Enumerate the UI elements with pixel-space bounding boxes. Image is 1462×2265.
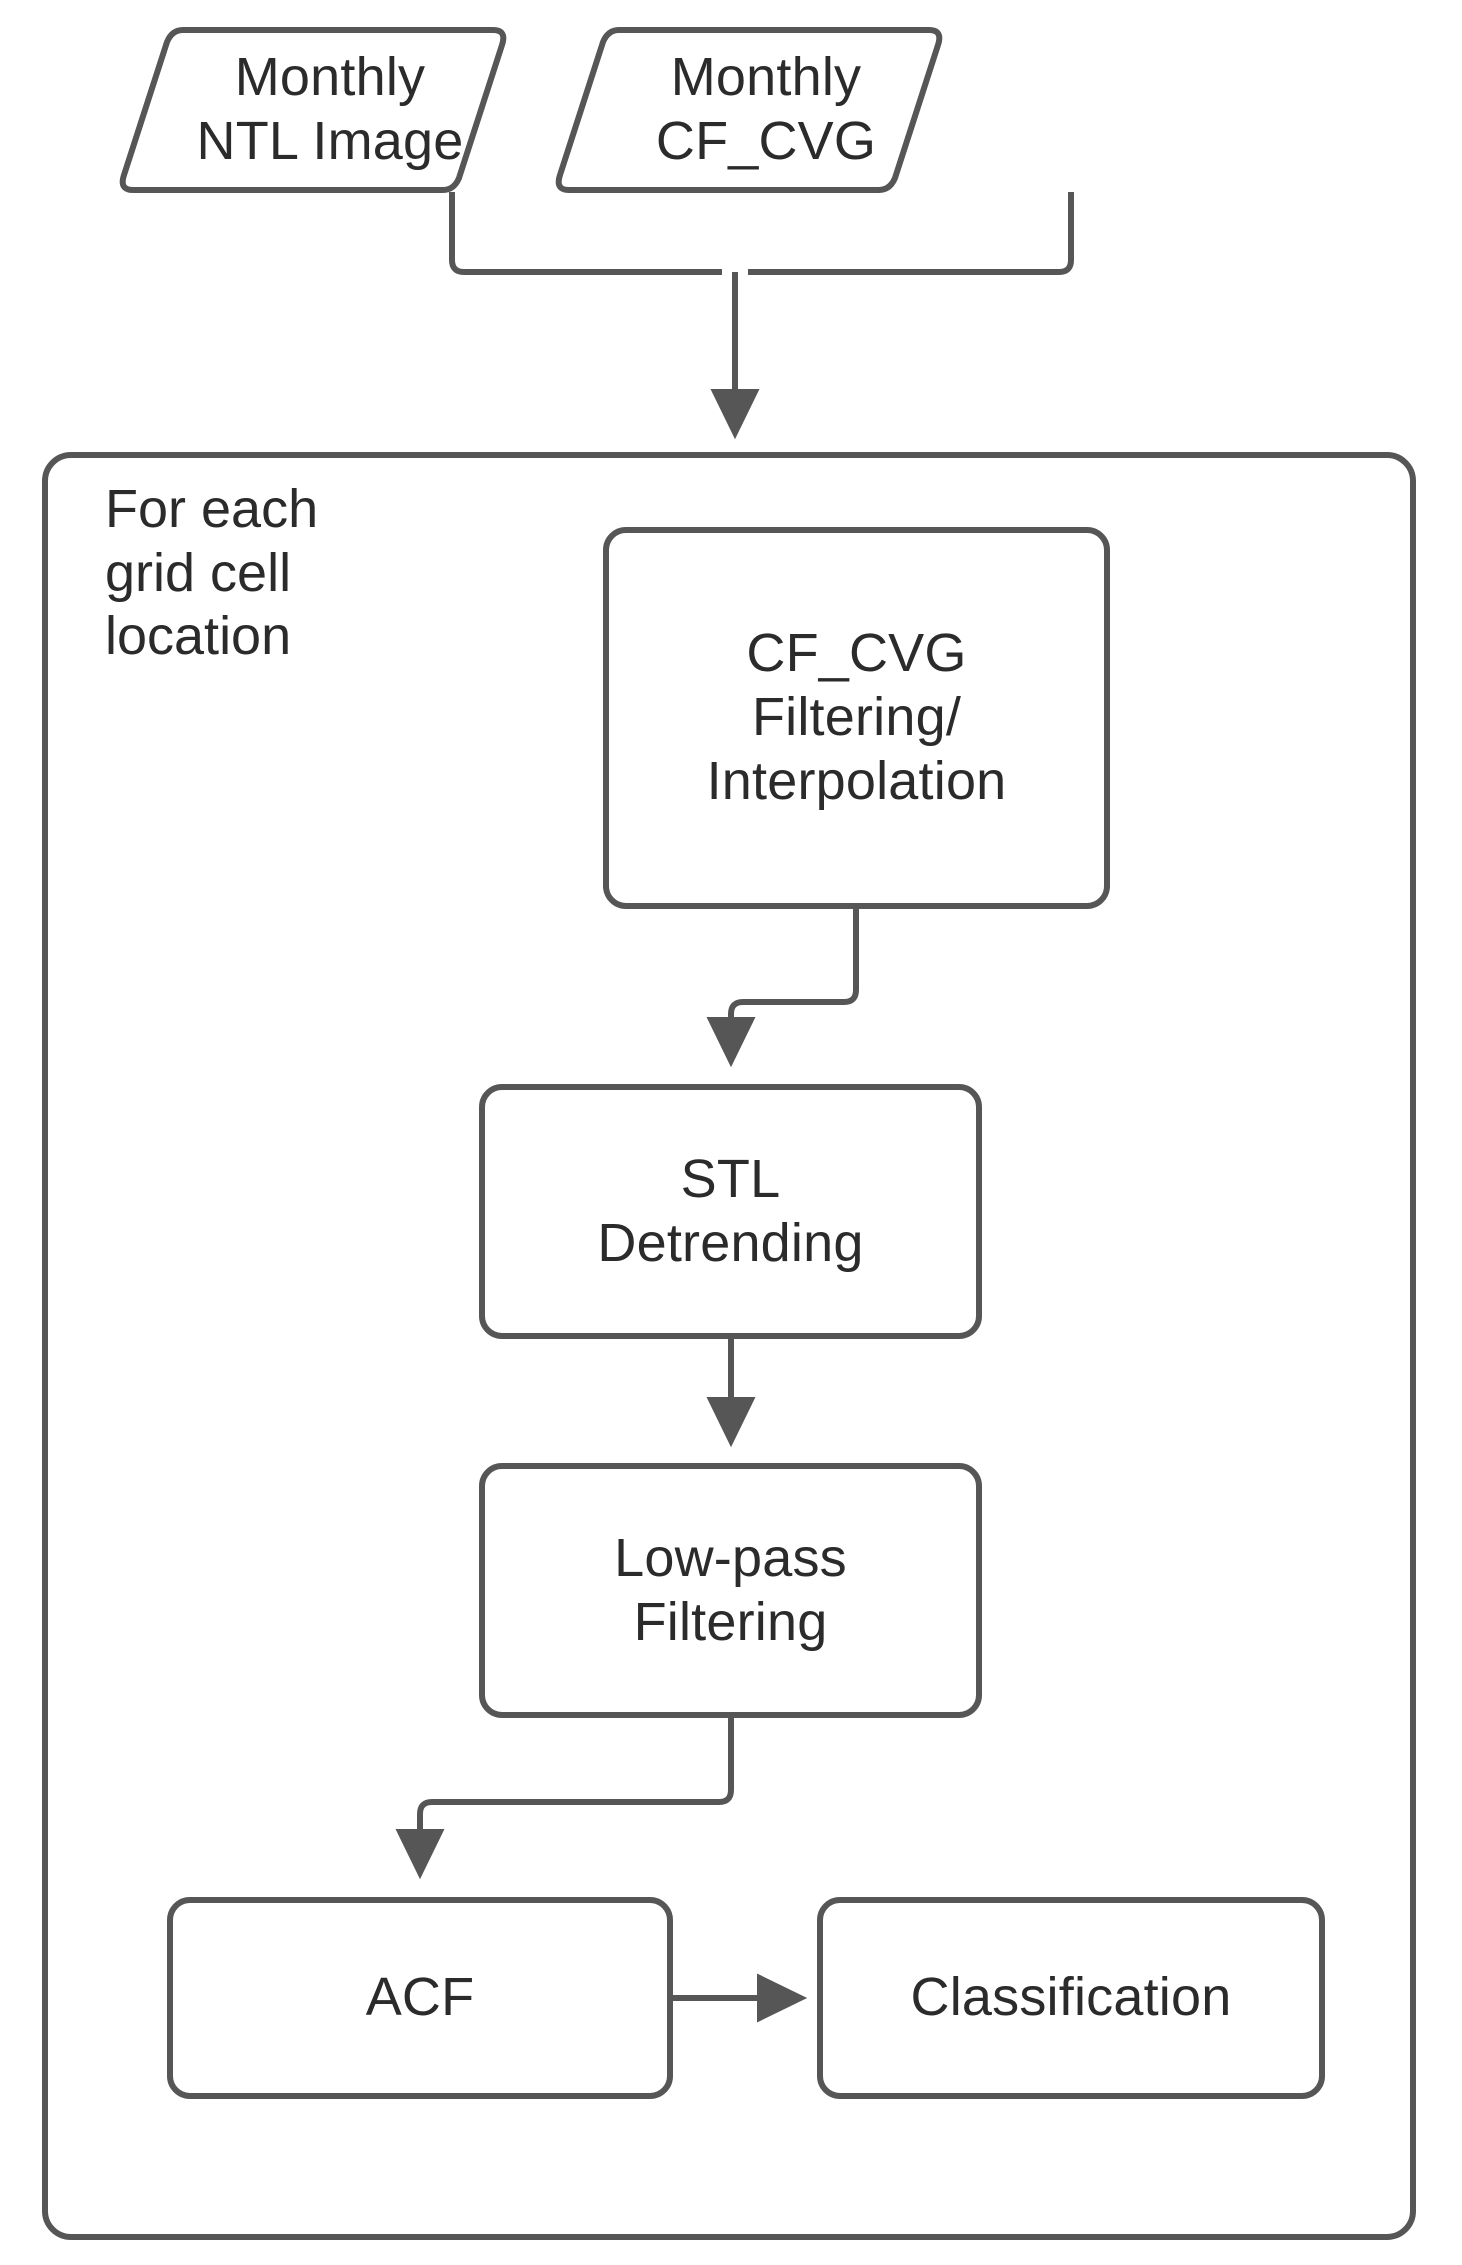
edge-lowpass-to-acf (395, 1717, 734, 1880)
shape-stl-detrending[interactable] (479, 1084, 982, 1339)
edge-cfcvg-filter-to-stl (706, 908, 859, 1068)
shape-monthly-cf-cvg[interactable] (555, 27, 943, 193)
shape-low-pass-filtering[interactable] (479, 1463, 982, 1718)
shape-cf-cvg-filtering-interpolation[interactable] (603, 527, 1110, 909)
label-for-each-grid-cell: For each grid cell location (105, 479, 319, 667)
shape-monthly-ntl-image[interactable] (119, 27, 507, 193)
shape-classification[interactable] (817, 1897, 1325, 2099)
edge-ntl-to-loop (449, 192, 722, 275)
shape-acf[interactable] (167, 1897, 673, 2099)
edge-cfcvg-to-loop (748, 192, 1074, 275)
